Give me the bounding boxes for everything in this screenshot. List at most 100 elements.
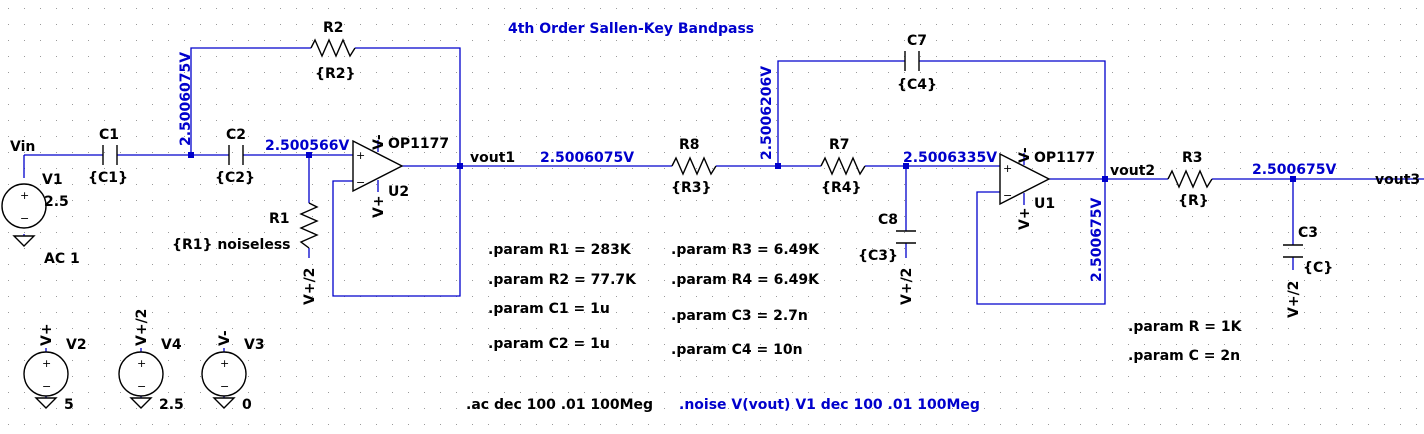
junction-node3[interactable] [775, 163, 781, 169]
opamp-u1[interactable]: + − [999, 152, 1051, 206]
svg-text:+: + [20, 189, 29, 202]
voltage-source-v2[interactable]: + − [23, 351, 69, 397]
svg-text:+: + [356, 149, 365, 162]
wire-vout1[interactable] [332, 165, 672, 297]
c1-name: C1 [99, 127, 119, 143]
capacitor-c2[interactable] [228, 145, 244, 165]
voltage-node1: 2.5006075V [178, 52, 194, 146]
voltage-source-v4[interactable]: + − [118, 351, 164, 397]
r1-vhalf-label: V+/2 [302, 268, 318, 305]
r3-value: {R} [1178, 193, 1209, 209]
svg-text:−: − [1003, 189, 1012, 202]
net-label-vout1: vout1 [470, 150, 515, 166]
opamp-u2[interactable]: + − [352, 139, 404, 193]
svg-text:+: + [137, 357, 146, 370]
grid-dots [8, 8, 1417, 425]
u1-name: U1 [1034, 196, 1055, 212]
ground-icon [129, 397, 153, 409]
wires [23, 47, 1424, 398]
junction-node4[interactable] [903, 163, 909, 169]
voltage-node2: 2.500566V [265, 138, 350, 154]
v1-value: 2.5 [44, 194, 69, 210]
junction-vout2[interactable] [1102, 176, 1108, 182]
directive-noise[interactable]: .noise V(vout) V1 dec 100 .01 100Meg [679, 397, 980, 413]
wire-c2-u2[interactable] [243, 154, 353, 203]
svg-text:−: − [356, 176, 365, 189]
c7-name: C7 [907, 33, 927, 49]
v2-name: V2 [66, 337, 87, 353]
resistor-r1[interactable] [299, 202, 319, 249]
u2-vminus-label: V- [371, 134, 387, 150]
c3-vhalf-label: V+/2 [1286, 281, 1302, 318]
svg-text:−: − [137, 380, 146, 393]
capacitor-c3[interactable] [1283, 244, 1303, 258]
resistor-r8[interactable] [671, 156, 717, 176]
v3-net-label: V- [217, 330, 233, 346]
resistor-r7[interactable] [820, 156, 866, 176]
r8-name: R8 [679, 137, 700, 153]
wire-r7-u1[interactable] [865, 165, 1000, 258]
capacitor-c8[interactable] [896, 230, 916, 244]
r2-name: R2 [323, 20, 344, 36]
param-c4[interactable]: .param C4 = 10n [671, 342, 803, 358]
junction-vout3[interactable] [1290, 176, 1296, 182]
param-r4[interactable]: .param R4 = 6.49K [671, 272, 820, 288]
param-r3[interactable]: .param R3 = 6.49K [671, 242, 820, 258]
junction-node2[interactable] [306, 152, 312, 158]
u1-vminus-label: V- [1017, 147, 1033, 163]
voltage-source-v3[interactable]: + − [201, 351, 247, 397]
wire-r3-vout3[interactable] [1212, 178, 1424, 270]
svg-text:−: − [42, 380, 51, 393]
u2-name: U2 [388, 184, 409, 200]
resistor-r2[interactable] [310, 38, 356, 58]
v2-net-label: V+ [39, 323, 55, 346]
param-c1[interactable]: .param C1 = 1u [488, 301, 610, 317]
svg-text:+: + [1003, 162, 1012, 175]
directive-ac[interactable]: .ac dec 100 .01 100Meg [466, 397, 653, 413]
r8-value: {R3} [671, 180, 711, 196]
svg-text:−: − [20, 212, 29, 225]
wire-vin[interactable] [23, 154, 103, 178]
r1-value: {R1} noiseless [172, 237, 291, 253]
r1-name: R1 [269, 211, 290, 227]
param-r1[interactable]: .param R1 = 283K [488, 242, 632, 258]
junctions [188, 152, 1296, 182]
v1-name: V1 [42, 172, 63, 188]
r3-name: R3 [1182, 150, 1203, 166]
param-r2[interactable]: .param R2 = 77.7K [488, 272, 637, 288]
v4-name: V4 [161, 337, 182, 353]
c3-value: {C} [1303, 260, 1333, 276]
junction-vout1[interactable] [457, 163, 463, 169]
c8-vhalf-label: V+/2 [899, 268, 915, 305]
c1-value: {C1} [88, 170, 128, 186]
param-r[interactable]: .param R = 1K [1128, 319, 1243, 335]
voltage-source-v1[interactable]: + − [1, 183, 47, 229]
param-c3[interactable]: .param C3 = 2.7n [671, 308, 808, 324]
resistor-r3[interactable] [1167, 169, 1213, 189]
capacitor-c7[interactable] [904, 51, 920, 71]
voltage-vout2: 2.500675V [1089, 197, 1105, 282]
u1-vplus-label: V+ [1017, 207, 1033, 230]
u1-model: OP1177 [1034, 150, 1095, 166]
param-c2[interactable]: .param C2 = 1u [488, 336, 610, 352]
voltage-node3: 2.5006206V [759, 66, 775, 160]
net-label-vout3: vout3 [1375, 172, 1420, 188]
c7-value: {C4} [897, 77, 937, 93]
c8-name: C8 [878, 212, 898, 228]
wire-c7-feedback[interactable] [777, 60, 1106, 179]
svg-text:+: + [220, 357, 229, 370]
c3-name: C3 [1298, 225, 1318, 241]
param-c[interactable]: .param C = 2n [1128, 348, 1240, 364]
wire-vout2[interactable] [976, 178, 1168, 305]
ground-icon [34, 397, 58, 409]
v3-name: V3 [244, 337, 265, 353]
junction-node1[interactable] [188, 152, 194, 158]
v2-value: 5 [64, 397, 74, 413]
ground-icon [212, 397, 236, 409]
r2-value: {R2} [315, 66, 355, 82]
svg-text:+: + [42, 357, 51, 370]
capacitor-c1[interactable] [102, 145, 118, 165]
c8-value: {C3} [858, 248, 898, 264]
wire-r2-feedback[interactable] [190, 47, 461, 166]
